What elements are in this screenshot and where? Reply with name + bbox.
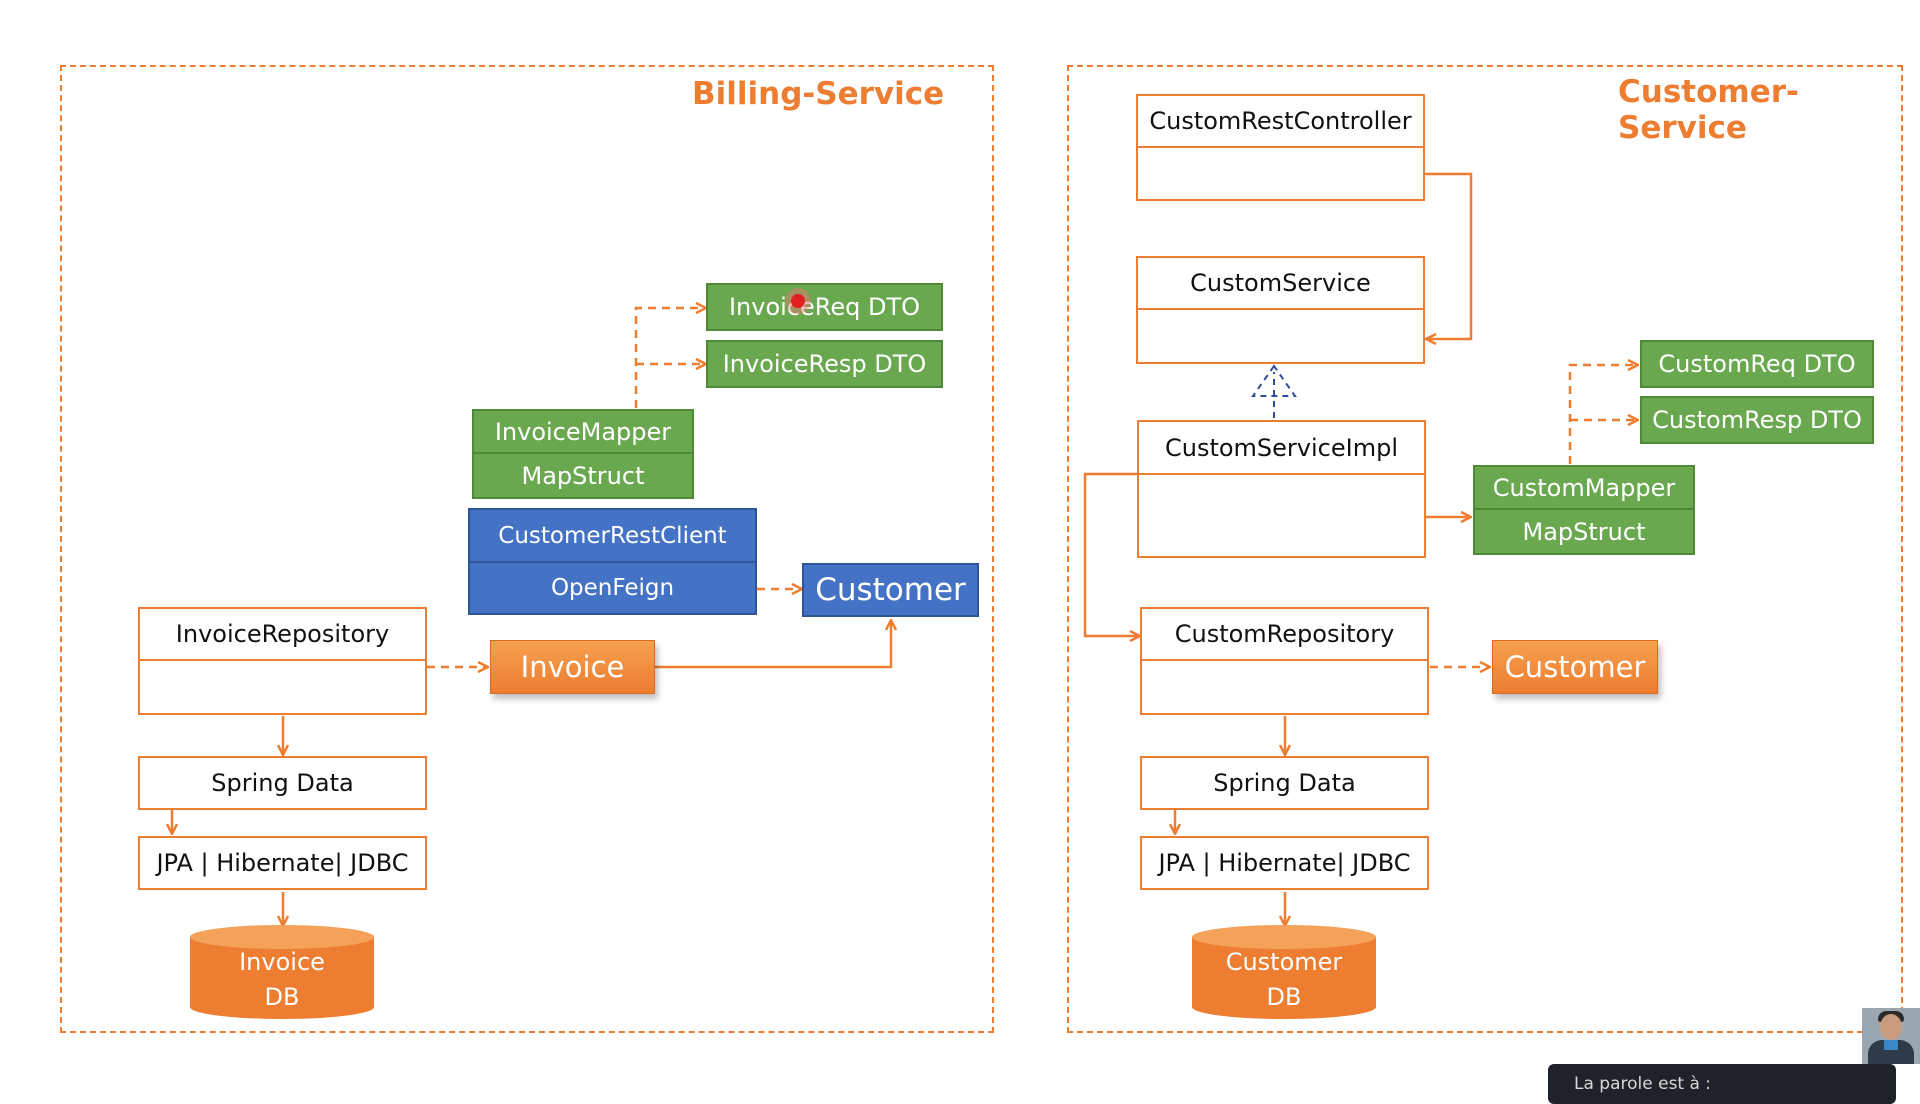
custom-repository-label: CustomRepository <box>1142 609 1427 661</box>
billing-spring-data: Spring Data <box>138 756 427 810</box>
custom-rest-controller: CustomRestController <box>1136 94 1425 201</box>
invoice-mapper: InvoiceMapper MapStruct <box>472 409 694 499</box>
custom-service-impl-label: CustomServiceImpl <box>1139 422 1424 475</box>
invoice-req-dto: InvoiceReq DTO <box>706 283 943 331</box>
customer-rest-client: CustomerRestClient OpenFeign <box>468 508 757 615</box>
invoice-entity: Invoice <box>490 640 655 694</box>
invoice-mapper-name: InvoiceMapper <box>472 409 694 454</box>
customer-db-label-2: DB <box>1266 983 1302 1011</box>
laser-pointer <box>791 294 805 308</box>
customer-service-frame <box>1067 65 1903 1033</box>
billing-jpa-hibernate-jdbc: JPA | Hibernate| JDBC <box>138 836 427 890</box>
speaker-toast-text: La parole est à : <box>1574 1074 1712 1094</box>
speaker-toast: La parole est à : <box>1548 1064 1896 1104</box>
customer-rest-client-name: CustomerRestClient <box>498 522 727 549</box>
custom-repository: CustomRepository <box>1140 607 1429 715</box>
custom-req-dto: CustomReq DTO <box>1640 340 1874 388</box>
invoice-repository-label: InvoiceRepository <box>140 609 425 661</box>
custom-mapper: CustomMapper MapStruct <box>1473 465 1695 555</box>
custom-service-label: CustomService <box>1138 258 1423 310</box>
customer-db-cylinder <box>1192 925 1376 1019</box>
avatar-collar <box>1884 1040 1898 1050</box>
customer-rest-client-lib: OpenFeign <box>470 561 755 613</box>
invoice-db-label-1: Invoice <box>239 948 325 976</box>
invoice-resp-dto: InvoiceResp DTO <box>706 340 943 388</box>
custom-rest-controller-label: CustomRestController <box>1138 96 1423 148</box>
avatar-head <box>1880 1014 1902 1040</box>
billing-service-title: Billing-Service <box>692 76 945 112</box>
presenter-avatar[interactable] <box>1862 1008 1920 1064</box>
customer-db-label-1: Customer <box>1225 948 1343 976</box>
custom-mapper-name: CustomMapper <box>1473 465 1695 510</box>
customer-jpa-hibernate-jdbc: JPA | Hibernate| JDBC <box>1140 836 1429 890</box>
invoice-repository: InvoiceRepository <box>138 607 427 715</box>
custom-service-impl: CustomServiceImpl <box>1137 420 1426 558</box>
customer-spring-data: Spring Data <box>1140 756 1429 810</box>
billing-service-frame <box>60 65 994 1033</box>
invoice-db-cylinder <box>190 925 374 1019</box>
custom-mapper-lib: MapStruct <box>1473 510 1695 555</box>
invoice-mapper-lib: MapStruct <box>472 454 694 499</box>
customer-entity: Customer <box>1492 640 1658 694</box>
invoice-db-label-2: DB <box>264 983 300 1011</box>
customer-service-title: Customer-Service <box>1618 74 1799 146</box>
custom-resp-dto: CustomResp DTO <box>1640 396 1874 444</box>
custom-service: CustomService <box>1136 256 1425 364</box>
billing-customer-model: Customer <box>802 563 979 617</box>
